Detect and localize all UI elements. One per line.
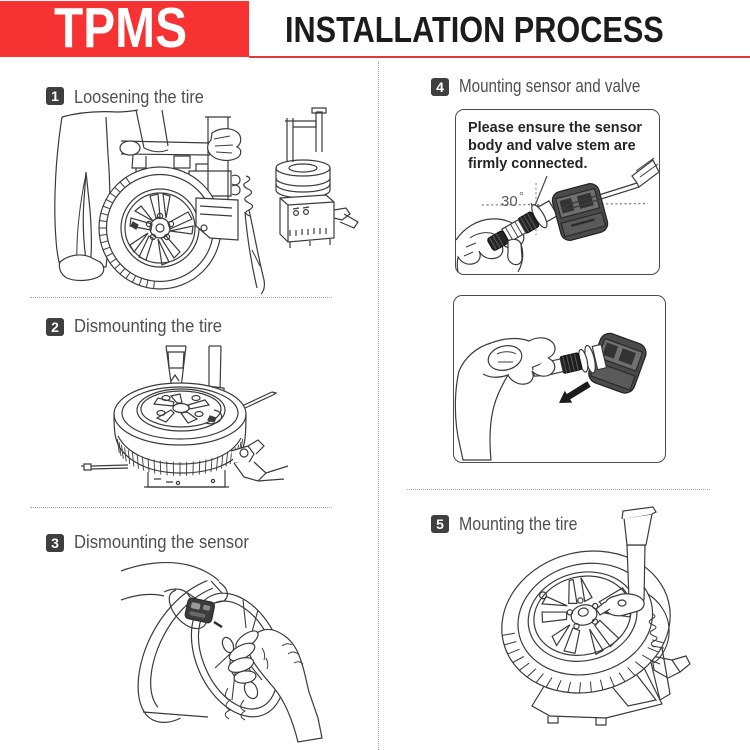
svg-text:°: ° [519,189,524,203]
svg-text:30: 30 [501,193,518,210]
